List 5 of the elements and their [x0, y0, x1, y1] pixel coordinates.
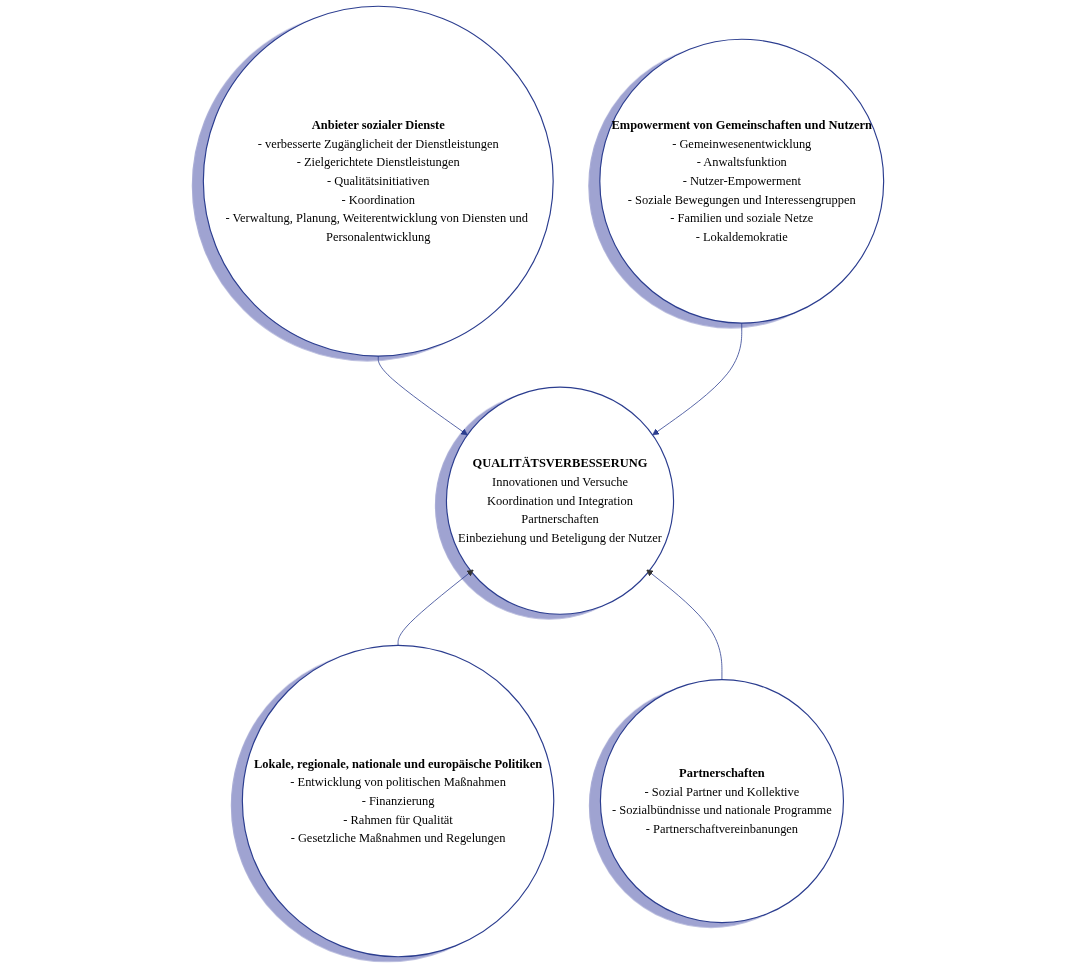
- node-circle: Partnerschaften - Sozial Partner und Kollektive - Sozialbündnisse und nationale Programme - Partnerschaftvereinbanungen: [599, 678, 845, 924]
- node-circle: Empowerment von Gemeinschaften und Nutzern - Gemeinwesenentwicklung - Anwaltsfunktion - Nutzer-Empowerment - Soziale Bewegungen und Interessengruppen - Familien und soziale Netze - Lokaldemokratie: [599, 38, 885, 324]
- node-circle: QUALITÄTSVERBESSERUNG Innovationen und Versuche Koordination und Integration Partnerschaften Einbeziehung und Beteligung der Nutzer: [445, 386, 675, 615]
- node-circle: Anbieter sozialer Dienste - verbesserte Zugänglicheit der Dienstleistungen - Zielgerichtete Dienstleistungen - Qualitätsinitiativen - Koordination - Verwaltung, Planung, Weiterentwicklung von Diensten und Personalentwicklung: [202, 5, 554, 357]
- node-circle: Lokale, regionale, nationale und europäische Politiken - Entwicklung von politischen Maßnahmen - Finanzierung - Rahmen für Qualität - Gesetzliche Maßnahmen und Regelungen: [241, 644, 555, 958]
